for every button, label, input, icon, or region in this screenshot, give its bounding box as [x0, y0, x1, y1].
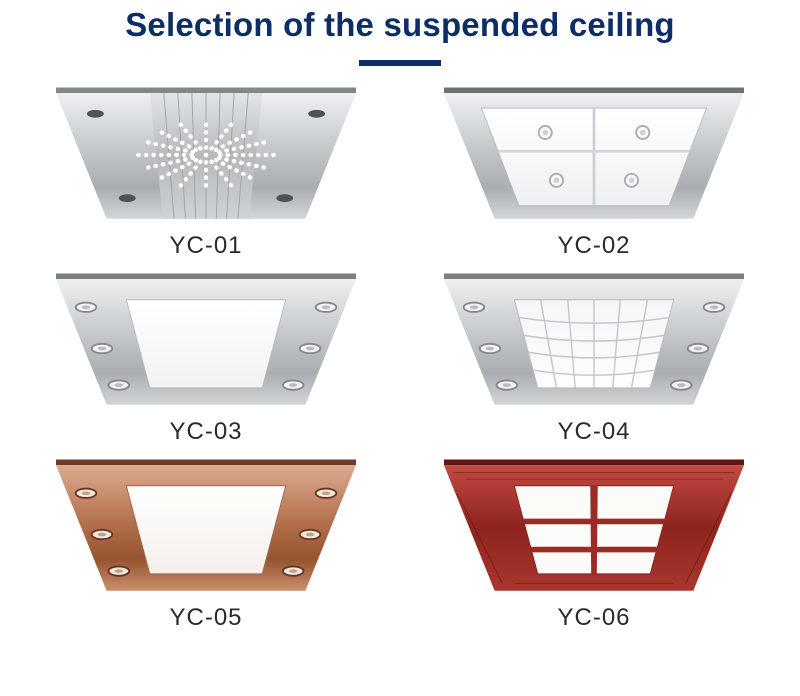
product-grid: YC-01 — [0, 66, 800, 632]
product-label-yc-01: YC-01 — [169, 232, 243, 259]
product-card-yc-04[interactable]: YC-04 — [400, 266, 788, 446]
ceiling-image-yc-01 — [30, 80, 382, 230]
product-label-yc-05: YC-05 — [169, 604, 243, 631]
page-header: Selection of the suspended ceiling — [0, 0, 800, 66]
product-label-yc-03: YC-03 — [169, 418, 243, 445]
product-card-yc-03[interactable]: YC-03 — [12, 266, 400, 446]
ceiling-image-yc-05 — [30, 452, 382, 602]
product-card-yc-01[interactable]: YC-01 — [12, 80, 400, 260]
page-title: Selection of the suspended ceiling — [125, 6, 675, 43]
product-card-yc-05[interactable]: YC-05 — [12, 452, 400, 632]
ceiling-image-yc-06 — [418, 452, 770, 602]
product-card-yc-06[interactable]: YC-06 — [400, 452, 788, 632]
ceiling-image-yc-02 — [418, 80, 770, 230]
product-label-yc-02: YC-02 — [557, 232, 631, 259]
product-card-yc-02[interactable]: YC-02 — [400, 80, 788, 260]
ceiling-image-yc-03 — [30, 266, 382, 416]
product-label-yc-06: YC-06 — [557, 604, 631, 631]
product-label-yc-04: YC-04 — [557, 418, 631, 445]
title-underline — [359, 60, 441, 66]
ceiling-image-yc-04 — [418, 266, 770, 416]
